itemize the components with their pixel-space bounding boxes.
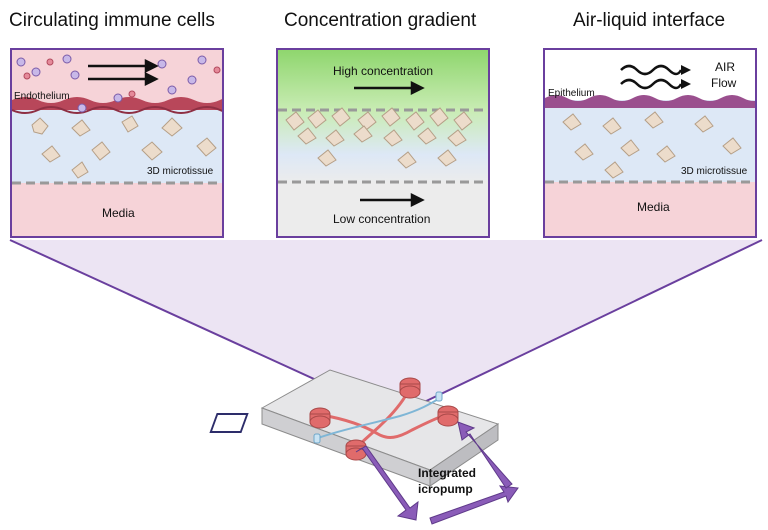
- tissue-cells: [31, 115, 217, 179]
- title-circulating-immune-cells: Circulating immune cells: [9, 10, 215, 31]
- panel-2-drawing: [278, 50, 488, 236]
- flow-arrows: [88, 58, 159, 87]
- title-concentration-gradient: Concentration gradient: [284, 10, 477, 31]
- media-label: Media: [102, 206, 135, 220]
- tissue-cells: [285, 107, 473, 169]
- low-concentration-label: Low concentration: [333, 212, 431, 226]
- flow-label: Flow: [711, 76, 737, 90]
- pump-arrows: [355, 421, 519, 525]
- panel-circulating-immune-cells: Endothelium 3D microtissue Media: [10, 48, 224, 238]
- reservoirs: [309, 377, 459, 461]
- high-concentration-label: High concentration: [333, 64, 434, 78]
- pump-label-line2: icropump: [418, 482, 473, 496]
- ports: [313, 391, 443, 444]
- air-label: AIR: [715, 60, 736, 74]
- media-label: Media: [637, 200, 670, 214]
- panel-1-drawing: [12, 50, 222, 236]
- high-arrow: [354, 80, 425, 96]
- panel-3-drawing: [545, 50, 755, 236]
- panel-concentration-gradient: High concentration Low concentration: [276, 48, 490, 238]
- title-air-liquid-interface: Air-liquid interface: [573, 10, 726, 31]
- microtissue-label: 3D microtissue: [681, 166, 748, 177]
- endothelium-layer: [12, 97, 222, 110]
- panel-air-liquid-interface: Epithelium AIR Flow 3D microtissue Media: [543, 48, 757, 238]
- epithelium-layer: [545, 95, 755, 108]
- microtissue-label: 3D microtissue: [147, 166, 214, 177]
- endothelium-label: Endothelium: [14, 91, 70, 102]
- immune-cells: [16, 54, 207, 113]
- low-arrow: [360, 192, 425, 208]
- tissue-cells: [562, 111, 742, 179]
- epithelium-label: Epithelium: [548, 88, 595, 99]
- air-flow-arrows: [620, 64, 683, 90]
- pump-label-line1: Integrated: [418, 466, 477, 480]
